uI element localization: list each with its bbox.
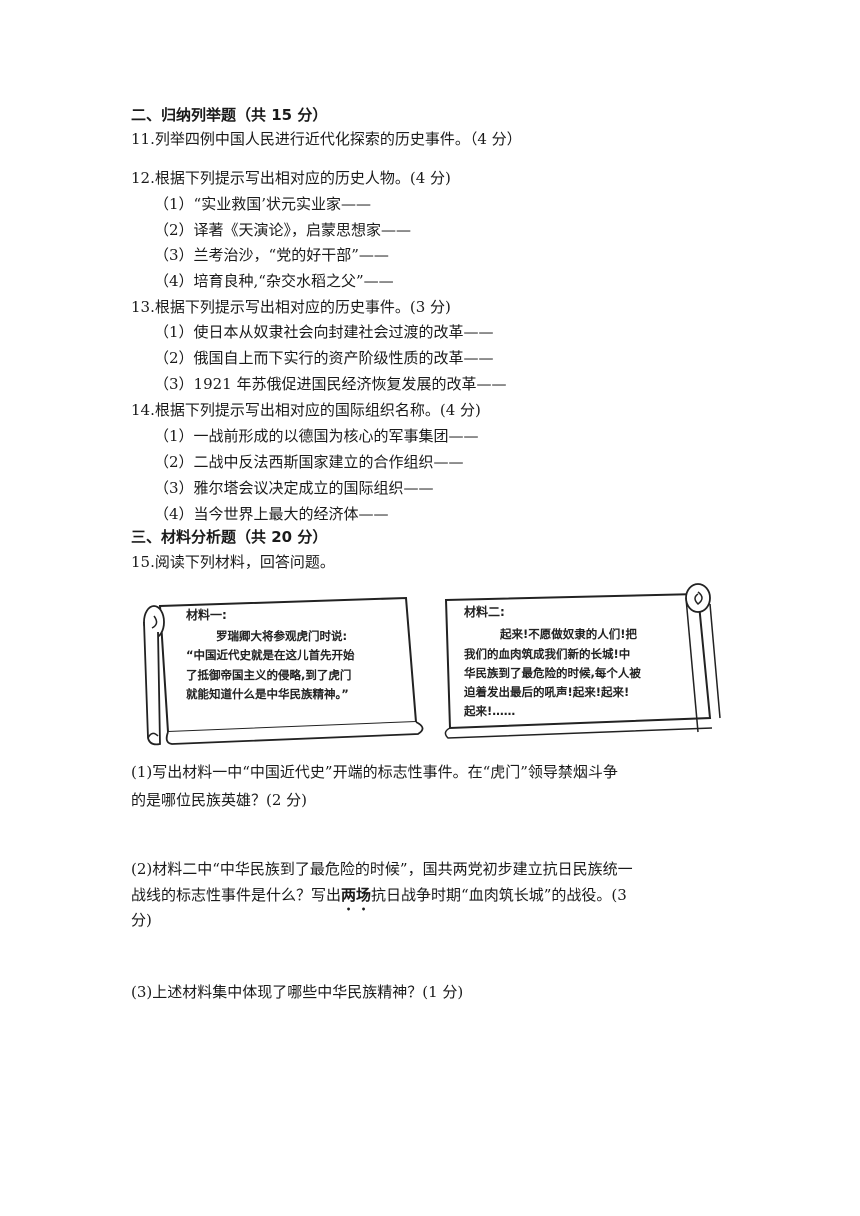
subquestion-2-cont: 战线的标志性事件是什么？写出两场抗日战争时期“血肉筑长城”的战役。(3 bbox=[131, 886, 627, 914]
question-13-stem: 13.根据下列提示写出相对应的历史事件。(3 分) bbox=[131, 298, 451, 316]
material-2-line: 我们的血肉筑成我们新的长城!中 bbox=[464, 647, 631, 661]
subquestion-1-cont: 的是哪位民族英雄？(2 分) bbox=[131, 791, 308, 809]
material-1-scroll: 材料一: 罗瑞卿大将参观虎门时说: “中国近代史就是在这儿首先开始 了抵御帝国主… bbox=[138, 588, 438, 748]
material-1-line: 就能知道什么是中华民族精神。” bbox=[186, 687, 349, 701]
material-2-scroll: 材料二: 起来!不愿做奴隶的人们!把 我们的血肉筑成我们新的长城!中 华民族到了… bbox=[436, 582, 726, 748]
subquestion-2-text: 抗日战争时期“血肉筑长城”的战役。(3 bbox=[371, 886, 627, 904]
question-13-item: （1）使日本从奴隶社会向封建社会过渡的改革—— bbox=[154, 323, 494, 341]
subquestion-1: (1)写出材料一中“中国近代史”开端的标志性事件。在“虎门”领导禁烟斗争 bbox=[131, 763, 618, 781]
question-14-item: （3）雅尔塔会议决定成立的国际组织—— bbox=[154, 479, 434, 497]
scroll-frame-1 bbox=[143, 596, 424, 746]
emphasis-text: 两场 bbox=[341, 886, 372, 904]
material-2-line: 起来!…… bbox=[464, 704, 516, 718]
material-1-line: 了抵御帝国主义的侵略,到了虎门 bbox=[186, 668, 352, 682]
question-15-stem: 15.阅读下列材料，回答问题。 bbox=[131, 553, 335, 571]
material-2-line: 起来!不愿做奴隶的人们!把 bbox=[500, 627, 637, 641]
material-1-line: 罗瑞卿大将参观虎门时说: bbox=[216, 629, 348, 643]
question-13-item: （3）1921 年苏俄促进国民经济恢复发展的改革—— bbox=[154, 375, 507, 393]
question-12-item: （1）“实业救国’状元实业家—— bbox=[154, 195, 371, 213]
section-heading-3: 三、材料分析题（共 20 分） bbox=[131, 528, 328, 546]
question-12-item: （4）培育良种,“杂交水稻之父”—— bbox=[154, 272, 394, 290]
question-14-item: （4）当今世界上最大的经济体—— bbox=[154, 505, 389, 523]
material-1-title: 材料一: bbox=[186, 608, 227, 622]
question-12-stem: 12.根据下列提示写出相对应的历史人物。(4 分) bbox=[131, 169, 451, 187]
material-2-line: 迫着发出最后的吼声!起来!起来! bbox=[464, 685, 630, 699]
question-13-item: （2）俄国自上而下实行的资产阶级性质的改革—— bbox=[154, 349, 494, 367]
question-12-item: （2）译著《天演论》，启蒙思想家—— bbox=[154, 221, 412, 239]
section-heading-2: 二、归纳列举题（共 15 分） bbox=[131, 106, 328, 124]
subquestion-3: (3)上述材料集中体现了哪些中华民族精神？(1 分) bbox=[131, 983, 464, 1001]
subquestion-2: (2)材料二中“中华民族到了最危险的时候”，国共两党初步建立抗日民族统一 bbox=[131, 860, 633, 878]
question-14-item: （2）二战中反法西斯国家建立的合作组织—— bbox=[154, 453, 464, 471]
subquestion-2-cont: 分) bbox=[131, 911, 152, 929]
material-2-line: 华民族到了最危险的时候,每个人被 bbox=[464, 666, 641, 680]
scroll-frame-2 bbox=[444, 583, 721, 739]
question-12-item: （3）兰考治沙，“党的好干部”—— bbox=[154, 246, 389, 264]
question-14-stem: 14.根据下列提示写出相对应的国际组织名称。(4 分) bbox=[131, 401, 481, 419]
material-1-line: “中国近代史就是在这儿首先开始 bbox=[186, 648, 355, 662]
question-11: 11.列举四例中国人民进行近代化探索的历史事件。（4 分） bbox=[131, 130, 522, 148]
material-2-title: 材料二: bbox=[464, 605, 505, 619]
subquestion-2-text: 战线的标志性事件是什么？写出 bbox=[131, 886, 342, 904]
question-14-item: （1）一战前形成的以德国为核心的军事集团—— bbox=[154, 427, 479, 445]
